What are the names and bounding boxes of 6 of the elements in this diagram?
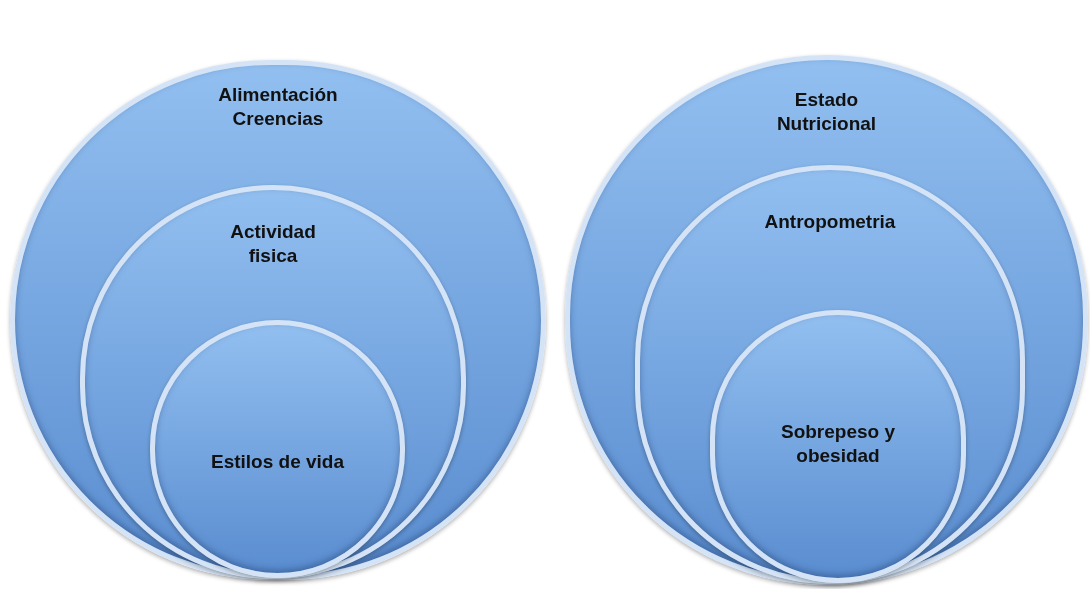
circle-label: Sobrepeso y obesidad (779, 420, 896, 468)
circle-label: Alimentación Creencias (217, 83, 339, 131)
circle-label: Actividad fisica (229, 220, 317, 268)
circle-label: Antropometria (763, 210, 897, 234)
circle-label: Estado Nutricional (775, 88, 878, 136)
circle-label: Estilos de vida (209, 450, 345, 474)
